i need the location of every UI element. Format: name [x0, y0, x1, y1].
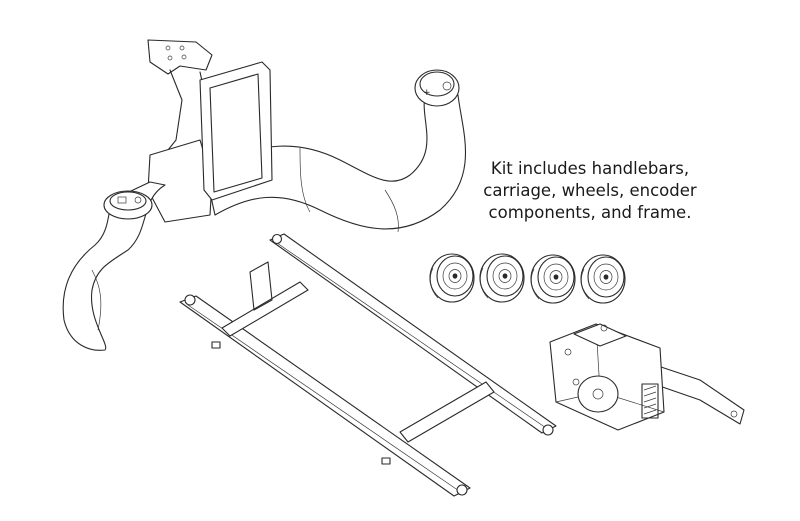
caption-line-1: Kit includes handlebars, — [490, 159, 690, 178]
caption-line-2: carriage, wheels, encoder — [483, 181, 697, 200]
wheel-4 — [580, 254, 626, 304]
caption-line-3: components, and frame. — [488, 203, 692, 222]
wheel-1 — [429, 253, 475, 303]
svg-text:+: + — [423, 88, 431, 98]
wheel-3 — [530, 254, 576, 304]
kit-caption: Kit includes handlebars, carriage, wheel… — [455, 158, 725, 224]
wheel-2 — [479, 253, 525, 303]
